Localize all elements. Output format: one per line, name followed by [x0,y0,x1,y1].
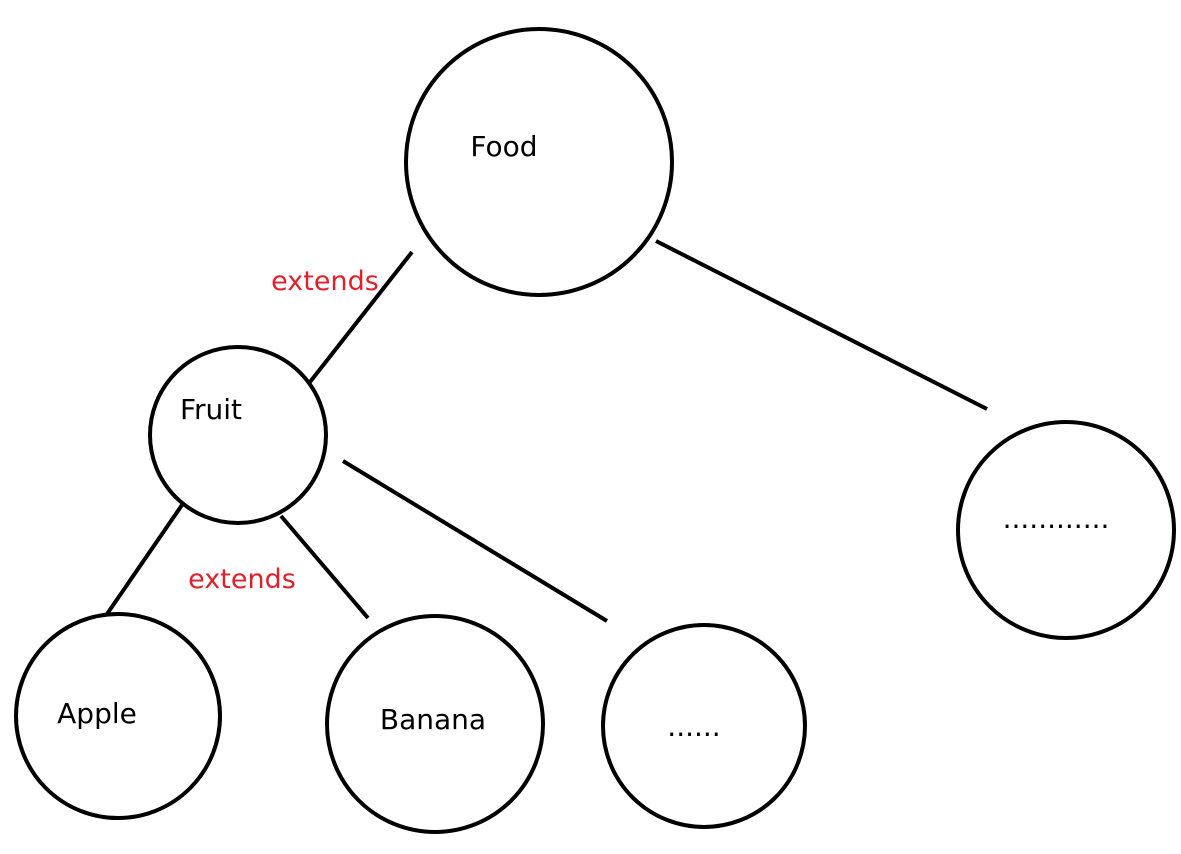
node-food-more-label: ............ [1003,502,1110,535]
node-fruit-more-label: ...... [667,710,720,743]
relation-label-fruit-children: extends [188,564,296,595]
edge-fruit-apple [94,503,184,632]
node-fruit-label: Fruit [180,393,242,426]
node-food-more: ............ [956,420,1176,640]
node-banana-label: Banana [380,703,486,736]
node-banana: Banana [325,614,545,834]
node-food-more-circle [956,420,1176,640]
node-food-circle [404,27,674,297]
node-fruit-circle [148,345,328,525]
node-fruit-more-circle [601,623,807,829]
node-fruit-more: ...... [601,623,807,829]
edge-fruit-more [341,459,609,623]
node-food-label: Food [470,130,537,163]
relation-label-food-fruit: extends [271,266,379,297]
node-banana-circle [325,614,545,834]
node-apple-label: Apple [57,697,137,730]
node-apple-circle [14,612,222,820]
edge-fruit-banana [279,514,370,620]
node-apple: Apple [14,612,222,820]
node-fruit: Fruit [148,345,328,525]
edge-food-fruit [308,250,414,384]
node-food: Food [404,27,674,297]
edge-food-more [655,239,988,411]
